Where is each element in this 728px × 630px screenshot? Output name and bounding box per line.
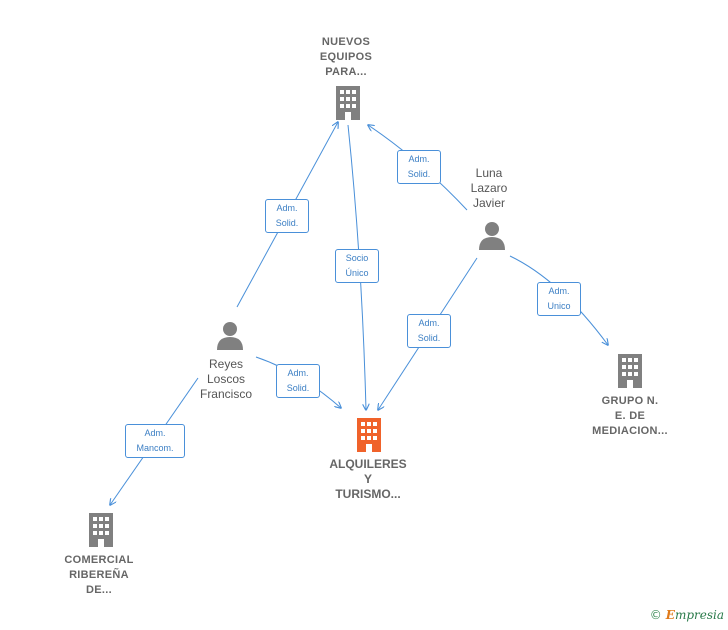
edge-label-line: Unico [547,301,571,311]
edge-label-line: Adm. [408,154,430,164]
node-label-luna[interactable]: Luna Lazaro Javier [459,166,519,211]
edge-label-luna-nuevos[interactable]: Adm. Solid. [397,150,441,184]
label-line: GRUPO N. [601,395,659,407]
node-label-grupo[interactable]: GRUPO N. E. DE MEDIACION... [580,394,680,439]
label-line: COMERCIAL [64,554,134,566]
label-line: Luna [475,166,503,180]
edge-label-line: Mancom. [136,443,174,453]
label-line: EQUIPOS [319,51,373,63]
label-line: DE... [86,584,112,596]
edge-label-line: Solid. [417,333,441,343]
edge-label-line: Adm. [418,318,440,328]
edge-label-luna-grupo[interactable]: Adm. Unico [537,282,581,316]
label-line: TURISMO... [335,487,401,501]
label-line: Francisco [199,387,252,401]
edge-label-line: Solid. [407,169,431,179]
edge-label-reyes-nuevos[interactable]: Adm. Solid. [265,199,309,233]
person-icon[interactable] [477,220,507,250]
node-label-comercial[interactable]: COMERCIAL RIBEREÑA DE... [54,553,144,598]
edge-label-reyes-comercial[interactable]: Adm. Mancom. [125,424,185,458]
label-line: MEDIACION... [592,425,668,437]
building-icon[interactable] [87,513,115,547]
brand-footer: ©Empresia [650,608,724,622]
edge-label-line: Solid. [275,218,299,228]
node-label-alquileres[interactable]: ALQUILERES Y TURISMO... [318,457,418,502]
building-icon[interactable] [354,418,384,452]
edge-label-line: Adm. [144,428,166,438]
label-line: ALQUILERES [329,457,407,471]
edge-label-reyes-alquileres[interactable]: Adm. Solid. [276,364,320,398]
building-icon[interactable] [334,86,362,120]
label-line: Javier [472,196,505,210]
label-line: E. DE [614,410,646,422]
node-label-reyes[interactable]: Reyes Loscos Francisco [190,357,262,402]
building-icon[interactable] [616,354,644,388]
label-line: Y [363,472,372,486]
edge-label-line: Solid. [286,383,310,393]
edge-label-line: Adm. [276,203,298,213]
edge-label-line: Socio [345,253,369,263]
label-line: RIBEREÑA [69,569,129,581]
label-line: Loscos [206,372,246,386]
edge-label-luna-alquileres[interactable]: Adm. Solid. [407,314,451,348]
person-icon[interactable] [215,320,245,350]
label-line: Reyes [208,357,243,371]
edge-label-line: Adm. [548,286,570,296]
node-label-nuevos[interactable]: NUEVOS EQUIPOS PARA... [306,35,386,80]
label-line: PARA... [325,66,367,78]
edge-label-nuevos-alquileres[interactable]: Socio Único [335,249,379,283]
edge-label-line: Único [345,268,369,278]
brand-name: mpresia [674,608,724,622]
brand-initial: E [665,608,675,622]
label-line: NUEVOS [321,36,371,48]
copyright-icon: © [649,608,662,622]
label-line: Lazaro [470,181,508,195]
edge-label-line: Adm. [287,368,309,378]
